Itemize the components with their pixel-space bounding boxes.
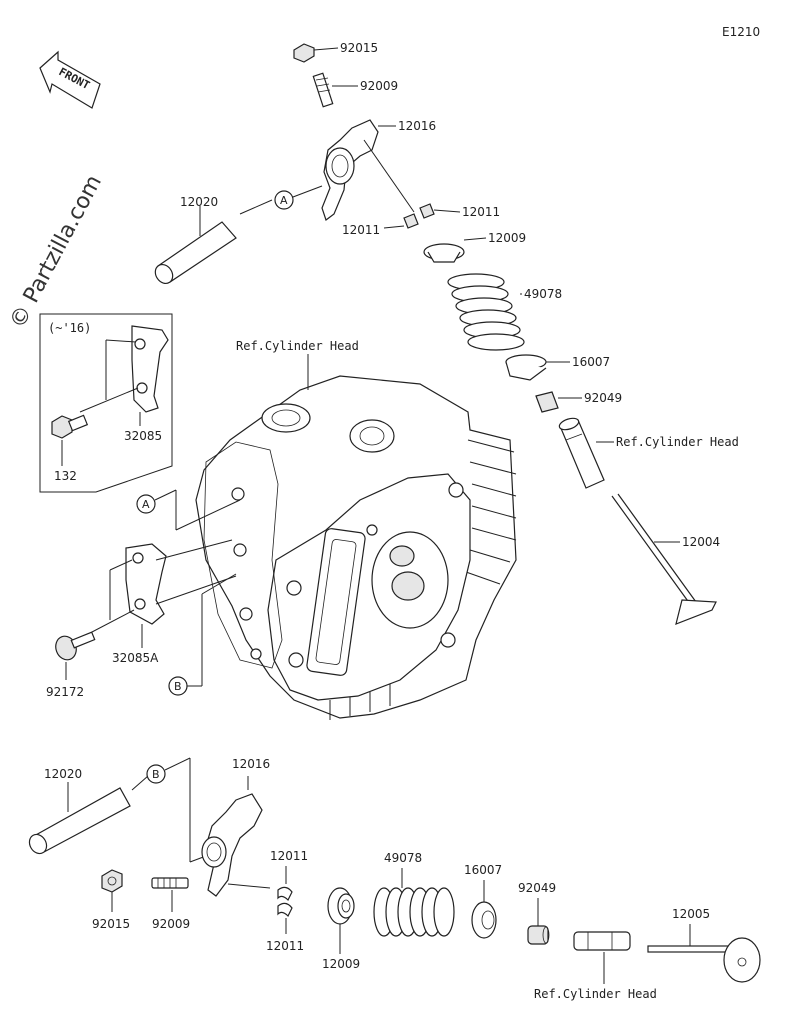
spring-seat-16007-bot: [471, 880, 497, 939]
label-12020-top: 12020: [180, 195, 218, 209]
ref-cylinder-head-guide: Ref.Cylinder Head: [616, 435, 739, 449]
label-92049-top: 92049: [584, 391, 622, 405]
label-49078-top: 49078: [524, 287, 562, 301]
label-12020-bot: 12020: [44, 767, 82, 781]
nut-92015-top: [293, 43, 339, 63]
label-32085a: 32085A: [112, 651, 159, 665]
label-16007-top: 16007: [572, 355, 610, 369]
label-92172: 92172: [46, 685, 84, 699]
label-12011-bot-bottom: 12011: [266, 939, 304, 953]
rocker-shaft-12020-bot: [28, 775, 149, 855]
valve-guide-top: [558, 417, 614, 489]
screw-92009-top: [312, 72, 358, 108]
label-92015-bot: 92015: [92, 917, 130, 931]
oil-seal-92049-bot: [527, 898, 550, 945]
inset-note: (~'16): [48, 321, 91, 335]
valve-spring-49078-bot: [373, 868, 455, 937]
label-132: 132: [54, 469, 77, 483]
bracket-32085: [79, 325, 169, 426]
label-12016-bot: 12016: [232, 757, 270, 771]
callout-b-bot: B: [146, 757, 207, 863]
spring-seat-16007-top: [505, 354, 570, 381]
label-12011-bot-top: 12011: [270, 849, 308, 863]
label-12005: 12005: [672, 907, 710, 921]
collet-12011-top: [383, 203, 461, 229]
bolt-132: [51, 414, 89, 466]
label-92015-top: 92015: [340, 41, 378, 55]
diagram-code: E1210: [722, 25, 760, 39]
ref-cylinder-head-bottom: Ref.Cylinder Head: [534, 987, 657, 1001]
label-12011-top-left: 12011: [342, 223, 380, 237]
label-12016-top: 12016: [398, 119, 436, 133]
svg-text:A: A: [280, 194, 288, 207]
callout-a-mid: A: [136, 489, 241, 531]
svg-text:B: B: [152, 768, 160, 781]
callout-a-top: A: [274, 185, 323, 210]
label-32085: 32085: [124, 429, 162, 443]
label-16007-bot: 16007: [464, 863, 502, 877]
screw-92172: [55, 631, 96, 680]
bracket-32085a: [91, 539, 237, 648]
oil-seal-92049-top: [535, 391, 582, 413]
collet-12011-bot: [277, 866, 293, 934]
label-12011-top-right: 12011: [462, 205, 500, 219]
label-92009-top: 92009: [360, 79, 398, 93]
label-92049-bot: 92049: [518, 881, 556, 895]
nut-92015-bot: [101, 869, 123, 912]
svg-text:A: A: [142, 498, 150, 511]
screw-92009-bot: [151, 877, 189, 912]
rocker-arm-12016-bot: [201, 776, 271, 897]
retainer-12009-bot: [327, 887, 355, 954]
rocker-shaft-12020-top: [154, 199, 273, 285]
label-12009-top: 12009: [488, 231, 526, 245]
callout-b-mid: B: [168, 573, 237, 696]
watermark-text: © Partzilla.com: [5, 171, 107, 333]
valve-12005: [647, 924, 761, 983]
valve-spring-49078-top: [447, 273, 525, 351]
ref-cylinder-head-main: Ref.Cylinder Head: [236, 339, 359, 353]
inset-box: [39, 313, 173, 493]
valve-guide-bot: [573, 931, 631, 984]
label-49078-bot: 49078: [384, 851, 422, 865]
cylinder-head: [195, 354, 517, 720]
rocker-arm-12016-top: [321, 119, 415, 221]
valve-12004: [611, 493, 717, 625]
label-12009-bot: 12009: [322, 957, 360, 971]
label-92009-bot: 92009: [152, 917, 190, 931]
svg-text:B: B: [174, 680, 182, 693]
retainer-12009-top: [423, 237, 487, 263]
front-arrow-icon: FRONT: [39, 50, 101, 109]
label-12004: 12004: [682, 535, 720, 549]
